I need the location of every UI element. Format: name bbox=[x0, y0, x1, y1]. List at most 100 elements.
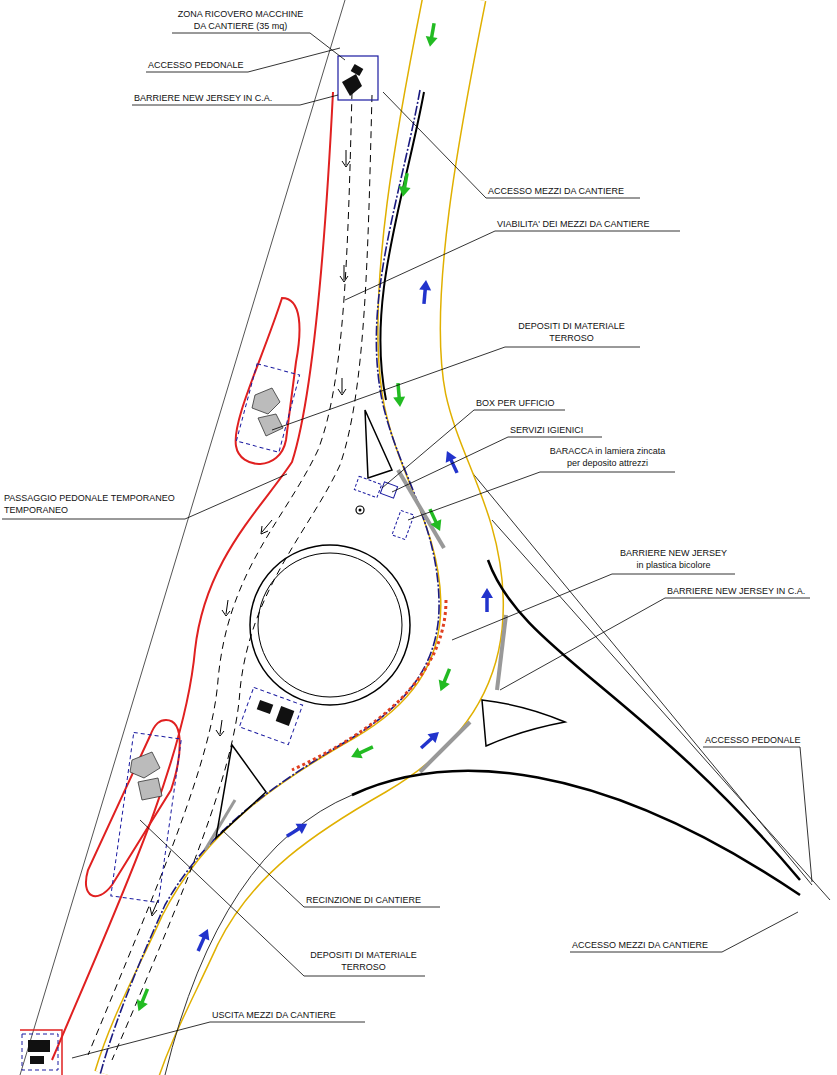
concrete-barrier bbox=[420, 722, 470, 772]
traffic-arrow bbox=[481, 588, 493, 612]
callout-label: ACCESSO PEDONALE bbox=[705, 735, 801, 747]
traffic-arrow-head bbox=[430, 519, 445, 533]
traffic-arrow-head bbox=[419, 280, 432, 291]
traffic-arrow-head bbox=[481, 588, 493, 598]
soil-icon bbox=[252, 388, 280, 414]
traffic-arrow bbox=[435, 667, 455, 694]
callout-label: DEPOSITI DI MATERIALE TERROSO bbox=[514, 321, 629, 344]
road-curb bbox=[352, 771, 800, 895]
traffic-arrow-shaft bbox=[287, 828, 301, 836]
callout-label: ACCESSO MEZZI DA CANTIERE bbox=[572, 940, 708, 952]
deposit-island bbox=[236, 298, 300, 464]
fence-line bbox=[380, 92, 424, 400]
callout-label: BARRIERE NEW JERSEY IN C.A. bbox=[134, 93, 272, 105]
callout-label: DEPOSITI DI MATERIALE TERROSO bbox=[306, 950, 421, 973]
machine-icon bbox=[28, 1040, 50, 1052]
leader-line bbox=[570, 912, 798, 952]
lane-arrow bbox=[261, 520, 272, 534]
traffic-arrow bbox=[133, 987, 153, 1014]
traffic-arrow-head bbox=[198, 927, 213, 941]
callout-label: BARRIERE NEW JERSEY in plastica bicolore bbox=[617, 548, 730, 571]
callout-label: RECINZIONE DI CANTIERE bbox=[306, 895, 421, 907]
machine-icon bbox=[351, 64, 364, 76]
callout-label: BARRIERE NEW JERSEY IN C.A. bbox=[667, 586, 805, 598]
traffic-arrow-head bbox=[435, 680, 450, 694]
machine-icon bbox=[30, 1056, 44, 1064]
traffic-arrow bbox=[193, 927, 214, 954]
callout-label: SERVIZI IGIENICI bbox=[510, 425, 583, 437]
deposit-island bbox=[86, 720, 180, 896]
site-lane bbox=[112, 95, 372, 1060]
lane-arrow bbox=[340, 265, 348, 282]
traffic-arrow bbox=[284, 819, 311, 842]
site-fence bbox=[100, 90, 439, 1075]
traffic-island bbox=[482, 700, 565, 746]
callout-label: VIABILITA' DEI MEZZI DA CANTIERE bbox=[497, 219, 650, 231]
traffic-arrow-shaft bbox=[142, 989, 148, 1004]
site-symbol bbox=[356, 506, 364, 514]
lane-arrow bbox=[216, 720, 224, 736]
traffic-arrow-head bbox=[296, 819, 311, 834]
callout-label: USCITA MEZZI DA CANTIERE bbox=[212, 1010, 336, 1022]
leader-line bbox=[272, 347, 640, 430]
callout-label: PASSAGGIO PEDONALE TEMPORANEO TEMPORANEO bbox=[4, 493, 182, 516]
traffic-arrow-shaft bbox=[444, 669, 450, 684]
leader-line bbox=[703, 747, 812, 882]
traffic-arrow-head bbox=[397, 186, 411, 198]
site-lane bbox=[88, 92, 352, 1055]
office-box bbox=[354, 476, 381, 497]
traffic-arrow bbox=[397, 172, 413, 198]
deposit-area bbox=[236, 364, 299, 453]
leader-line bbox=[140, 820, 425, 976]
roundabout-island bbox=[258, 553, 402, 697]
road-edge-line bbox=[492, 520, 830, 900]
traffic-arrow-head bbox=[441, 449, 456, 463]
concrete-barrier bbox=[497, 615, 506, 690]
roundabout-island bbox=[250, 545, 410, 705]
leader-line bbox=[500, 598, 810, 690]
road-edge-line bbox=[165, 795, 352, 1075]
traffic-arrow-shaft bbox=[485, 596, 489, 612]
callout-label: BARACCA in lamiera zincata per deposito … bbox=[546, 446, 669, 469]
deposit-area bbox=[111, 732, 181, 902]
traffic-arrow-head bbox=[424, 36, 438, 48]
traffic-arrow-shaft bbox=[358, 747, 373, 754]
traffic-arrow-shaft bbox=[450, 458, 457, 473]
callout-label: ACCESSO PEDONALE bbox=[148, 60, 244, 72]
lane-arrow bbox=[338, 378, 346, 395]
callout-label: ACCESSO MEZZI DA CANTIERE bbox=[488, 186, 624, 198]
lane-arrow bbox=[342, 150, 350, 167]
road-curb bbox=[488, 560, 800, 880]
leader-line bbox=[172, 33, 345, 60]
soil-icon bbox=[130, 752, 160, 778]
leader-line bbox=[2, 474, 287, 519]
traffic-arrow bbox=[417, 728, 443, 753]
traffic-arrow-head bbox=[427, 728, 442, 744]
leader-line bbox=[383, 92, 640, 198]
lane-arrow bbox=[150, 900, 158, 916]
tool-shed bbox=[392, 510, 414, 539]
soil-icon bbox=[138, 778, 162, 800]
traffic-arrow-head bbox=[393, 396, 406, 407]
traffic-arrow-shaft bbox=[421, 737, 433, 748]
leader-line bbox=[72, 1022, 365, 1058]
site-symbol bbox=[359, 509, 362, 512]
traffic-arrow-shaft bbox=[424, 288, 425, 304]
toilet-box bbox=[380, 482, 397, 498]
traffic-island bbox=[216, 745, 266, 838]
leader-line bbox=[452, 574, 735, 640]
traffic-arrow-shaft bbox=[198, 936, 205, 951]
traffic-arrow bbox=[424, 507, 445, 534]
leader-line bbox=[382, 410, 565, 488]
callout-label: BOX PER UFFICIO bbox=[476, 398, 555, 410]
traffic-arrow-shaft bbox=[431, 23, 434, 39]
traffic-arrow-head bbox=[349, 747, 363, 762]
callout-label: ZONA RICOVERO MACCHINE DA CANTIERE (35 m… bbox=[174, 9, 307, 32]
machine-icon bbox=[276, 706, 295, 726]
traffic-arrow bbox=[424, 22, 440, 48]
traffic-island bbox=[365, 410, 392, 478]
traffic-arrow bbox=[349, 741, 376, 762]
traffic-arrow bbox=[441, 449, 462, 476]
